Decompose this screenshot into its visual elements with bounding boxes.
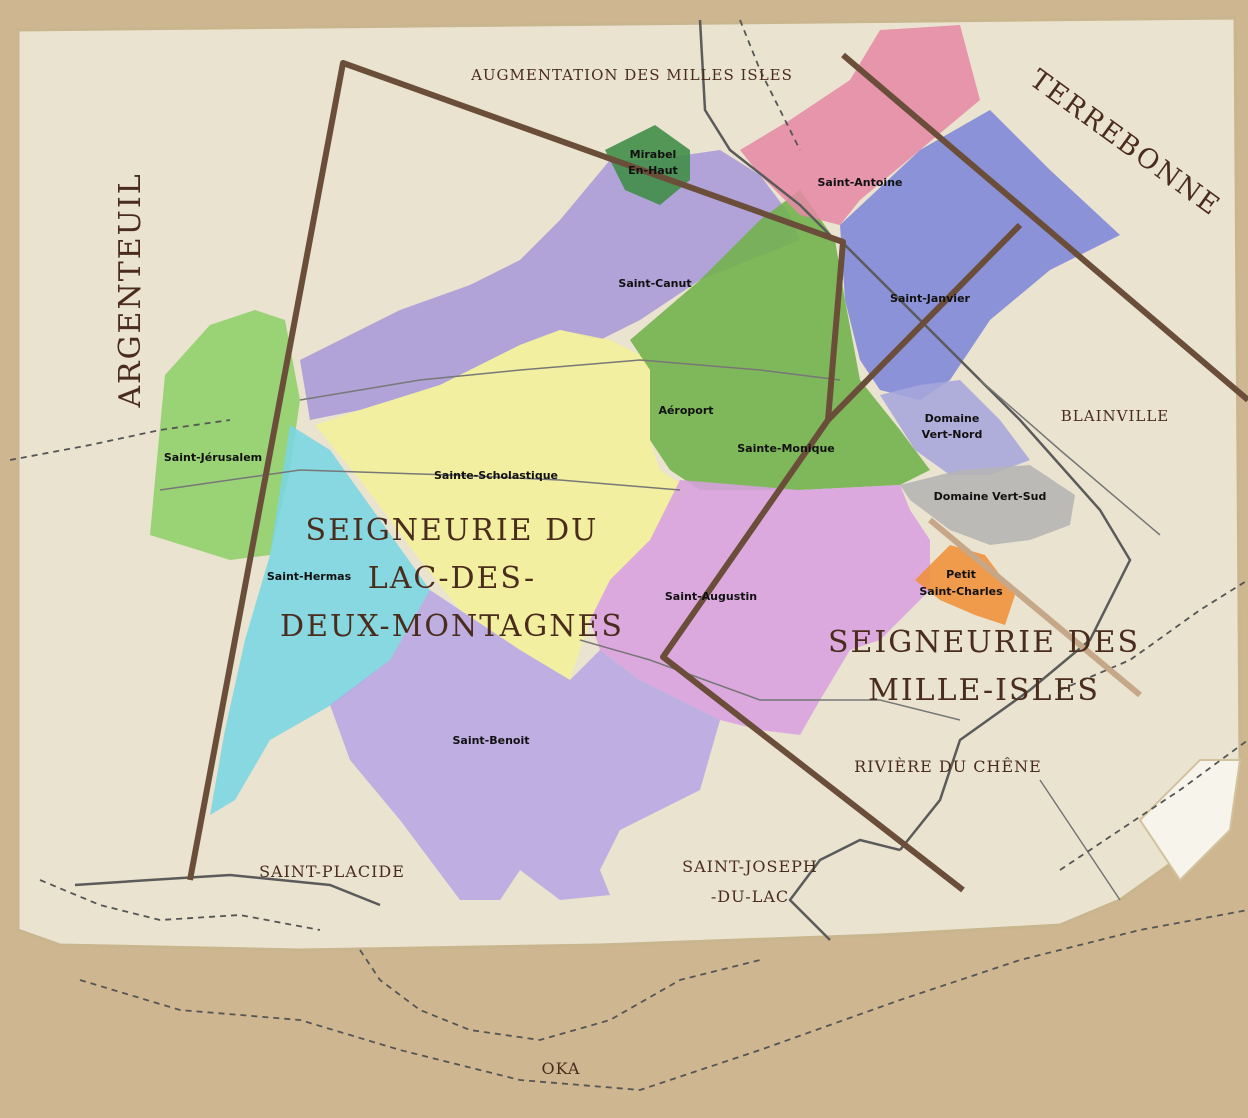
label-riviere-du-chene: Rivière du Chêne [854,756,1042,776]
boundary-mille-isles-inner [825,222,1023,423]
label-seigneurie-lac-2: Lac-des- [368,561,536,596]
label-domaine: Domaine [925,412,980,425]
label-saint-jerusalem: Saint-Jérusalem [164,451,262,464]
paper-curl [1138,759,1242,882]
region-saint-janvier [840,110,1120,400]
local-road-3 [579,639,961,721]
region-sainte-scholastique [315,330,690,680]
region-domaine-vert-sud [900,465,1075,545]
label-petit: Petit [946,568,976,581]
highway-east [839,239,1132,851]
label-oka: Oka [542,1059,581,1078]
regions-layer [150,25,1120,900]
label-saint-placide: Saint-Placide [259,862,405,881]
region-saint-canut [300,150,800,420]
region-mirabel-en-haut [605,125,690,205]
diagonal-road [979,379,1161,536]
boundary-mille-isles-north [841,52,1248,403]
label-domaine-vert-sud: Domaine Vert-Sud [934,490,1047,503]
label-sainte-monique: Sainte-Monique [737,442,835,455]
boundaries-layer [187,52,1248,893]
label-vert-nord: Vert-Nord [922,428,983,441]
label-blainville: Blainville [1061,407,1170,425]
label-saint-charles: Saint-Charles [919,585,1003,598]
label-argenteuil: Argenteuil [113,172,148,408]
region-saint-benoit [330,590,720,900]
seigneurie-labels: Seigneurie du Lac-des- Deux-Montagnes Se… [280,513,1140,708]
label-saint-antoine: Saint-Antoine [818,176,903,189]
river-west [9,419,231,461]
region-labels: Saint-Antoine Mirabel En-Haut Saint-Canu… [164,148,1046,747]
label-seigneurie-mille-2: Mille-Isles [868,673,1100,708]
label-augmentation: Augmentation des Milles Isles [470,66,793,84]
south-diagonal [1039,779,1121,901]
river-north [739,19,801,151]
highway-south [788,838,901,941]
label-saint-janvier: Saint-Janvier [890,292,971,305]
label-du-lac: -du-Lac [711,887,789,906]
region-saint-augustin [590,480,930,735]
label-seigneurie-lac-3: Deux-Montagnes [280,609,624,644]
river-east [1059,579,1248,691]
highway-north [698,19,836,241]
roads-layer [9,19,1248,1091]
region-petit-saint-charles [915,545,1015,625]
region-saint-hermas [210,425,430,815]
label-saint-joseph: Saint-Joseph [682,857,818,876]
label-seigneurie-mille-1: Seigneurie des [828,625,1140,660]
label-en-haut: En-Haut [628,164,678,177]
local-road-2 [159,469,681,491]
boundary-faded [928,517,1142,698]
label-sainte-scholastique: Sainte-Scholastique [434,469,558,482]
label-saint-hermas: Saint-Hermas [267,570,352,583]
label-saint-benoit: Saint-Benoit [452,734,529,747]
label-mirabel: Mirabel [630,148,677,161]
river-oka-2 [359,949,761,1041]
local-road-1 [299,359,841,401]
region-domaine-vert-nord [880,380,1030,475]
region-saint-antoine [740,25,980,225]
label-saint-canut: Saint-Canut [618,277,691,290]
boundary-lac-des-deux-montagnes [187,60,965,893]
label-aeroport: Aéroport [658,404,713,417]
region-aeroport-sainte-monique [630,190,930,490]
river-southeast [1059,739,1248,871]
river-south [39,879,321,931]
label-seigneurie-lac-1: Seigneurie du [306,513,599,548]
river-oka [79,909,1248,1091]
label-saint-augustin: Saint-Augustin [665,590,757,603]
west-road [74,873,381,907]
